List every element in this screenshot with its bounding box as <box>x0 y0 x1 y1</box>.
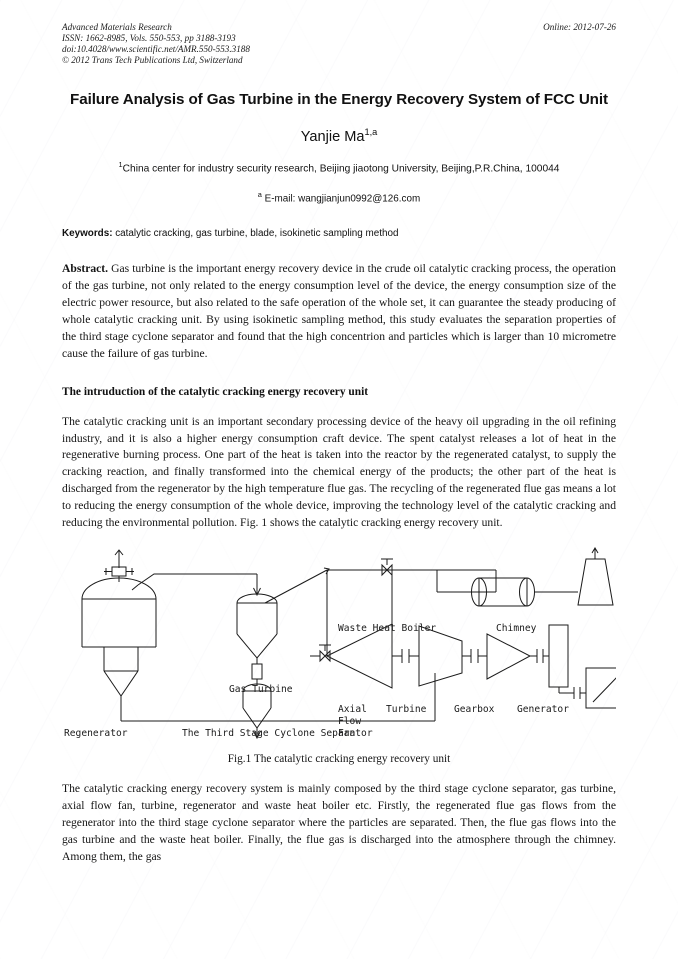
label-gas-turbine: Gas Turbine <box>229 684 293 695</box>
copyright-line: © 2012 Trans Tech Publications Ltd, Swit… <box>62 54 243 65</box>
keywords-line: Keywords: catalytic cracking, gas turbin… <box>62 227 616 241</box>
keywords-label: Keywords: <box>62 228 113 240</box>
email-marker: a <box>257 189 262 199</box>
header-valve-icon <box>381 558 393 577</box>
coupling-gearbox-generator <box>558 686 586 699</box>
email-label: E-mail: <box>264 193 296 205</box>
third-stage-cyclone-separator <box>236 593 278 740</box>
body-paragraph-2: The catalytic cracking energy recovery s… <box>62 781 616 863</box>
figure-1-labels: Waste Heat Boiler Chimney Gas Turbine Ax… <box>64 623 569 739</box>
abstract-paragraph: Abstract. Gas turbine is the important e… <box>62 261 616 362</box>
abstract-label: Abstract. <box>62 262 109 276</box>
figure-1-diagram: Waste Heat Boiler Chimney Gas Turbine Ax… <box>64 546 616 740</box>
label-axial-flow-fan-line2: Flow <box>338 716 361 727</box>
body-paragraph-1: The catalytic cracking unit is an import… <box>62 414 616 530</box>
axial-flow-fan <box>418 625 463 721</box>
coupling-fan-turbine <box>462 648 487 663</box>
regenerator-return-line <box>120 703 435 722</box>
label-waste-heat-boiler-text: Waste Heat Boiler <box>338 623 436 634</box>
author-label: Yanjie Ma <box>300 128 365 145</box>
issn-line: ISSN: 1662-8985, Vols. 550-553, pp 3188-… <box>62 32 236 43</box>
figure-1: Waste Heat Boiler Chimney Gas Turbine Ax… <box>62 546 616 767</box>
label-regenerator: Regenerator <box>64 728 128 739</box>
steam-turbine <box>486 633 532 680</box>
page-title: Failure Analysis of Gas Turbine in the E… <box>70 90 608 108</box>
generator <box>585 667 616 709</box>
author-affiliation-marker: 1,a <box>364 126 378 137</box>
email-line: a E-mail: wangjianjun0992@126.com <box>62 188 616 205</box>
regenerator-vessel <box>81 549 157 704</box>
coupling-gasturbine-fan <box>392 648 419 663</box>
affiliation: 1China center for industry security rese… <box>62 158 616 175</box>
figure-caption: Fig.1 The catalytic cracking energy reco… <box>227 752 451 765</box>
chimney <box>577 546 614 606</box>
coupling-turbine-gearbox <box>530 648 549 663</box>
waste-heat-boiler <box>455 577 578 607</box>
page-content: Advanced Materials Research ISSN: 1662-8… <box>62 0 616 865</box>
keywords-text: catalytic cracking, gas turbine, blade, … <box>115 228 399 240</box>
regenerator-outlet-pipe <box>131 573 261 597</box>
flue-gas-header-line <box>326 558 497 656</box>
label-turbine: Turbine <box>386 704 427 715</box>
abstract-text: Gas turbine is the important energy reco… <box>62 262 616 360</box>
gearbox <box>548 624 569 688</box>
journal-name: Advanced Materials Research <box>62 22 172 32</box>
doi-line: doi:10.4028/www.scientific.net/AMR.550-5… <box>62 43 250 54</box>
affiliation-marker: 1 <box>118 160 123 170</box>
gas-turbine-valve-icon <box>319 644 331 663</box>
separator-outlet-pipe <box>264 567 330 604</box>
running-head: Advanced Materials Research ISSN: 1662-8… <box>62 0 616 66</box>
online-date: Online: 2012-07-26 <box>543 22 616 32</box>
label-third-stage-cyclone-separator: The Third Stage Cyclone Separator <box>182 728 373 739</box>
label-generator: Generator <box>517 704 569 715</box>
label-chimney: Chimney <box>496 623 537 634</box>
section-heading: The intruduction of the catalytic cracki… <box>62 385 369 398</box>
email-address: wangjianjun0992@126.com <box>298 193 421 205</box>
affiliation-text: China center for industry security resea… <box>122 163 560 175</box>
author-name: Yanjie Ma1,a <box>62 123 616 146</box>
label-axial-flow-fan-line1: Axial <box>338 704 367 715</box>
label-axial-flow-fan-line3: Fan <box>338 728 355 739</box>
label-gearbox: Gearbox <box>454 704 495 715</box>
